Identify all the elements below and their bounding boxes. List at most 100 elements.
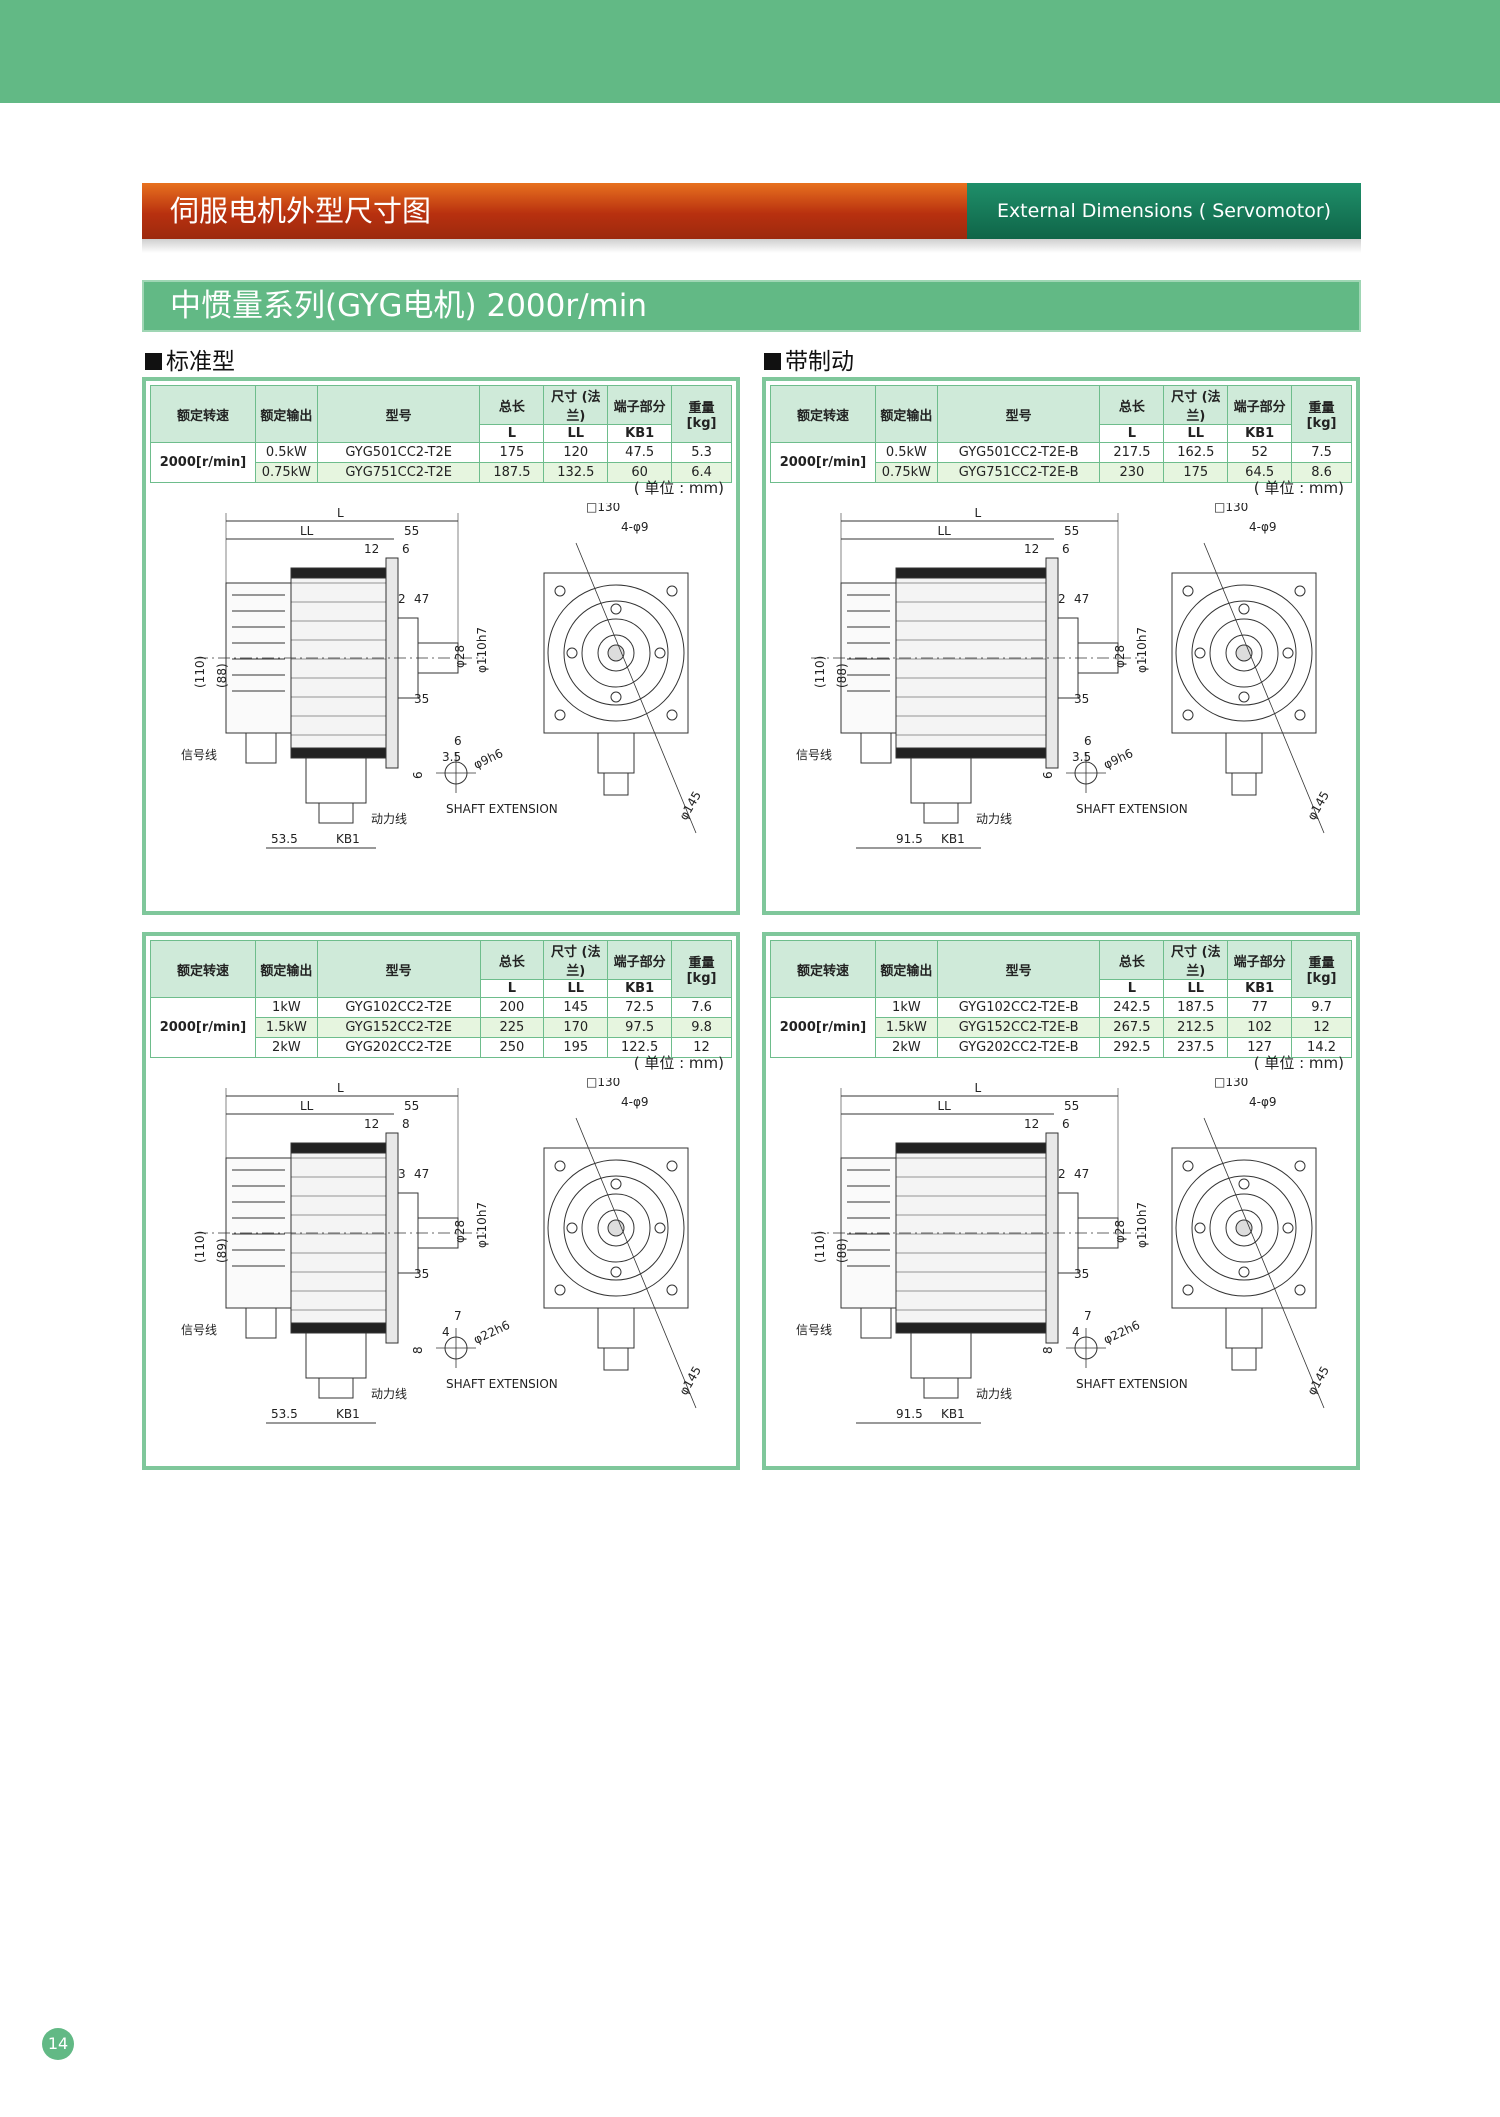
dim-KB1: KB1 bbox=[336, 1407, 360, 1421]
dim-110h7: φ110h7 bbox=[1135, 1202, 1149, 1248]
rated-output-cell: 0.5kW bbox=[254, 442, 318, 463]
power-connector bbox=[305, 757, 367, 804]
total-length-cell: 230 bbox=[1099, 462, 1165, 483]
header-weight: 重量 [kg] bbox=[671, 385, 732, 443]
power-wire-label: 动力线 bbox=[976, 1387, 1012, 1401]
header-model: 型号 bbox=[316, 385, 481, 443]
power-connector-plug bbox=[923, 1377, 959, 1399]
ll-cell: 237.5 bbox=[1163, 1037, 1229, 1058]
mounting-hole bbox=[1294, 585, 1306, 597]
front-pcd-circle bbox=[1191, 1175, 1297, 1281]
header-model: 型号 bbox=[936, 385, 1101, 443]
dim-110: (110) bbox=[193, 656, 207, 688]
header-weight: 重量 [kg] bbox=[1291, 940, 1352, 998]
flange-plate bbox=[385, 1132, 399, 1344]
front-outer-circle bbox=[1175, 584, 1313, 722]
kb1-cell: 102 bbox=[1227, 1017, 1293, 1038]
flange-bolt bbox=[610, 603, 622, 615]
motor-body bbox=[290, 567, 387, 759]
signal-wire-label: 信号线 bbox=[796, 1323, 832, 1337]
flange-bolt bbox=[654, 647, 666, 659]
dim-L: L bbox=[337, 1081, 344, 1095]
weight-cell: 12 bbox=[671, 1037, 732, 1058]
mounting-hole bbox=[666, 1160, 678, 1172]
signal-wire-label: 信号线 bbox=[796, 748, 832, 762]
kb1-cell: 122.5 bbox=[607, 1037, 673, 1058]
signal-connector bbox=[245, 732, 277, 764]
dim-shaft-depth: 4 bbox=[1072, 1325, 1080, 1339]
kb1-cell: 60 bbox=[607, 462, 673, 483]
flange-bolt bbox=[1238, 603, 1250, 615]
dim-47: 47 bbox=[414, 1167, 429, 1181]
dim-110h7: φ110h7 bbox=[475, 1202, 489, 1248]
model-cell: GYG751CC2-T2E bbox=[316, 462, 481, 483]
dim-55: 55 bbox=[1064, 524, 1079, 538]
header-model: 型号 bbox=[936, 940, 1101, 998]
motor-body-band bbox=[290, 567, 387, 579]
front-connector-plug bbox=[1231, 1347, 1257, 1371]
ll-cell: 212.5 bbox=[1163, 1017, 1229, 1038]
rated-output-cell: 2kW bbox=[254, 1037, 318, 1058]
ll-cell: 145 bbox=[543, 997, 609, 1018]
flange-plate bbox=[1045, 1132, 1059, 1344]
total-length-cell: 225 bbox=[479, 1017, 545, 1038]
model-cell: GYG202CC2-T2E bbox=[316, 1037, 481, 1058]
section-brake: 带制动 bbox=[764, 342, 854, 376]
header-terminal: 端子部分 bbox=[1227, 940, 1293, 980]
front-pcd-circle bbox=[563, 600, 669, 706]
dim-pcd-145: φ145 bbox=[676, 1364, 704, 1398]
header-speed: 额定转速 bbox=[770, 940, 876, 998]
dim-110h7: φ110h7 bbox=[475, 627, 489, 673]
header-size-flange: 尺寸 (法兰) bbox=[1163, 385, 1229, 425]
dim-88: (89) bbox=[215, 1238, 229, 1263]
model-cell: GYG102CC2-T2E bbox=[316, 997, 481, 1018]
motor-body-band bbox=[895, 747, 1047, 759]
unit-label: ( 单位 : mm) bbox=[633, 479, 724, 497]
rated-output-cell: 0.75kW bbox=[254, 462, 318, 483]
dim-2: 2 bbox=[1058, 1167, 1066, 1181]
weight-cell: 6.4 bbox=[671, 462, 732, 483]
flange-bolt bbox=[1282, 1222, 1294, 1234]
dim-35: 35 bbox=[414, 1267, 429, 1281]
kb1-cell: 52 bbox=[1227, 442, 1293, 463]
motor-body-band bbox=[895, 567, 1047, 579]
dim-shaft-key: 7 bbox=[454, 1309, 462, 1323]
dim-6: 8 bbox=[402, 1117, 410, 1131]
unit-label: ( 单位 : mm) bbox=[633, 1054, 724, 1072]
signal-connector bbox=[860, 1307, 892, 1339]
dim-12: 12 bbox=[364, 1117, 379, 1131]
model-cell: GYG102CC2-T2E-B bbox=[936, 997, 1101, 1018]
dim-LL: LL bbox=[300, 1099, 314, 1113]
mounting-hole bbox=[666, 585, 678, 597]
mounting-hole bbox=[666, 709, 678, 721]
rated-speed-cell: 2000[r/min] bbox=[770, 997, 876, 1058]
power-wire-label: 动力线 bbox=[976, 812, 1012, 826]
subheader-L: L bbox=[479, 979, 545, 998]
kb1-cell: 64.5 bbox=[1227, 462, 1293, 483]
mounting-hole bbox=[554, 1160, 566, 1172]
dim-square-130: □130 bbox=[586, 503, 620, 514]
dim-shaft-width: 8 bbox=[411, 1346, 425, 1354]
subheader-LL: LL bbox=[1163, 424, 1229, 443]
front-outer-circle bbox=[547, 584, 685, 722]
dim-6: 6 bbox=[402, 542, 410, 556]
total-length-cell: 175 bbox=[479, 442, 545, 463]
model-cell: GYG152CC2-T2E bbox=[316, 1017, 481, 1038]
rated-speed-cell: 2000[r/min] bbox=[150, 442, 256, 483]
dim-bottom-left: 91.5 bbox=[896, 832, 923, 846]
weight-cell: 14.2 bbox=[1291, 1037, 1352, 1058]
motor-body-band bbox=[290, 1142, 387, 1154]
dim-bottom-left: 91.5 bbox=[896, 1407, 923, 1421]
ll-cell: 120 bbox=[543, 442, 609, 463]
front-connector bbox=[597, 1307, 635, 1349]
flange-plate bbox=[1045, 557, 1059, 769]
dim-2: 3 bbox=[398, 1167, 406, 1181]
